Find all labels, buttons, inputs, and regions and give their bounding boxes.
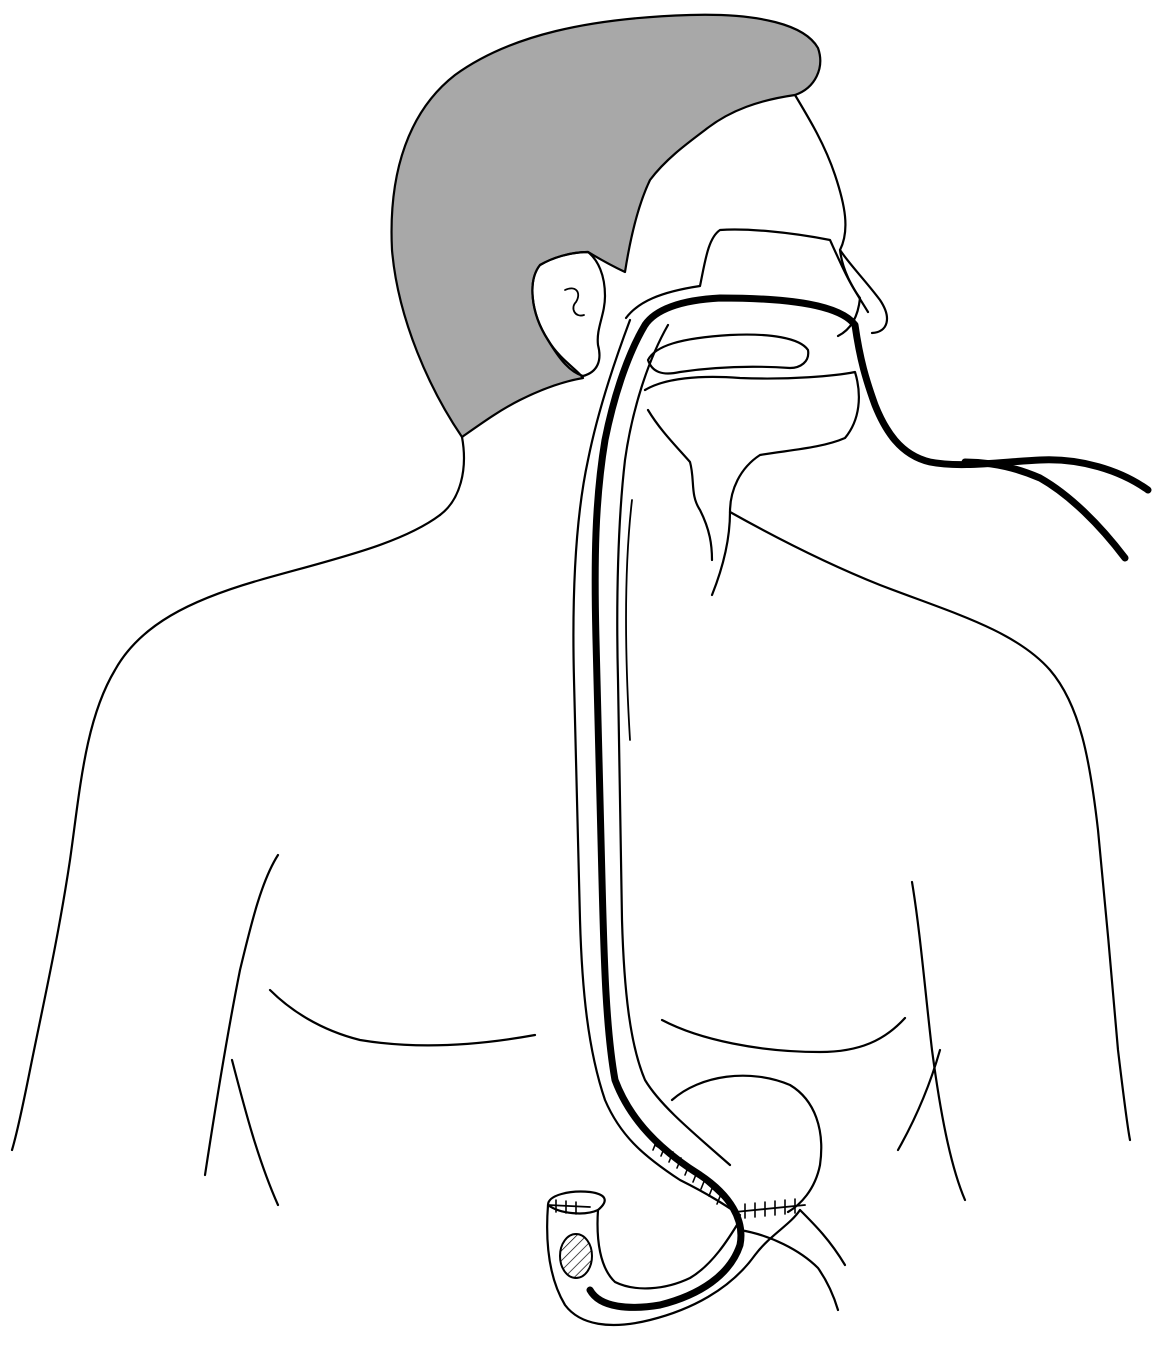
flank-left bbox=[232, 1060, 278, 1205]
hard-palate bbox=[648, 335, 808, 374]
arm-crease-right bbox=[912, 882, 965, 1200]
feeding-tube bbox=[590, 298, 1148, 1307]
face-profile bbox=[795, 95, 887, 333]
pharynx-wall bbox=[648, 410, 712, 560]
neck-left bbox=[440, 437, 464, 515]
trachea-line bbox=[626, 500, 632, 740]
efferent-limb bbox=[740, 1230, 838, 1310]
shoulder-left bbox=[12, 515, 440, 1150]
shoulder-right bbox=[730, 512, 1130, 1140]
gastric-pouch bbox=[672, 1076, 821, 1212]
arm-crease-left bbox=[205, 855, 278, 1175]
ear-inner bbox=[565, 288, 584, 315]
feeding-tube-branch bbox=[965, 462, 1125, 558]
hatched-lesion bbox=[560, 1234, 592, 1278]
pectoral-left bbox=[270, 990, 535, 1045]
pectoral-right bbox=[662, 1018, 905, 1052]
hair bbox=[392, 15, 821, 437]
efferent-limb-upper bbox=[800, 1210, 845, 1265]
nasal-cavity bbox=[626, 229, 860, 336]
